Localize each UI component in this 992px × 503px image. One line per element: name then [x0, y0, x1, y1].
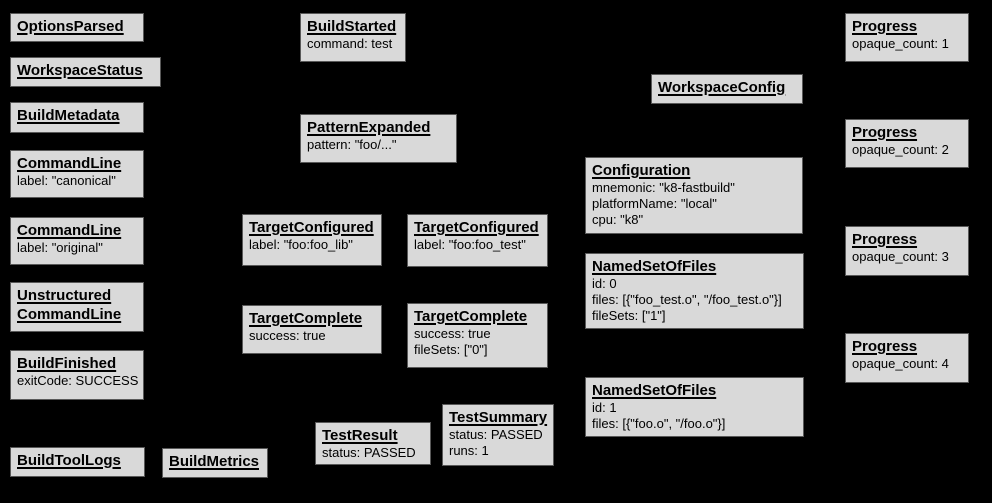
node-title: NamedSetOfFiles — [592, 382, 717, 399]
node-buildmetrics: BuildMetrics — [162, 448, 268, 478]
node-title: TestResult — [322, 427, 398, 444]
node-title: CommandLine — [17, 222, 122, 239]
node-field: label: "original" — [17, 240, 103, 255]
node-unstructured-commandline: Unstructured CommandLine — [10, 282, 144, 332]
node-field: label: "canonical" — [17, 173, 116, 188]
node-field: platformName: "local" — [592, 196, 717, 211]
node-field: opaque_count: 1 — [852, 36, 949, 51]
node-title: WorkspaceStatus — [17, 62, 143, 79]
node-title: TestSummary — [449, 409, 548, 426]
node-field: runs: 1 — [449, 443, 489, 458]
node-field: label: "foo:foo_test" — [414, 237, 526, 252]
node-title: Progress — [852, 231, 918, 248]
node-optionsparsed: OptionsParsed — [10, 13, 144, 42]
node-title: BuildMetrics — [169, 453, 260, 470]
node-field: command: test — [307, 36, 393, 51]
node-title: Progress — [852, 338, 918, 355]
node-title: BuildFinished — [17, 355, 117, 372]
node-field: id: 1 — [592, 400, 617, 415]
node-title: WorkspaceConfig — [658, 79, 786, 96]
node-title: TargetConfigured — [249, 219, 374, 236]
node-title: Progress — [852, 124, 918, 141]
node-field: success: true — [414, 326, 491, 341]
node-buildtoollogs: BuildToolLogs — [10, 447, 145, 477]
node-workspaceconfig: WorkspaceConfig — [651, 74, 803, 104]
node-title: BuildMetadata — [17, 107, 120, 124]
node-field: exitCode: SUCCESS — [17, 373, 139, 388]
node-buildmetadata: BuildMetadata — [10, 102, 144, 133]
node-field: opaque_count: 2 — [852, 142, 949, 157]
node-field: success: true — [249, 328, 326, 343]
node-title: BuildToolLogs — [17, 452, 121, 469]
node-field: opaque_count: 3 — [852, 249, 949, 264]
node-title: BuildStarted — [307, 18, 397, 35]
node-title: TargetComplete — [414, 308, 528, 325]
node-field: label: "foo:foo_lib" — [249, 237, 353, 252]
node-field: pattern: "foo/..." — [307, 137, 397, 152]
node-field: fileSets: ["0"] — [414, 342, 488, 357]
node-field: cpu: "k8" — [592, 212, 644, 227]
node-field: status: PASSED — [449, 427, 543, 442]
node-field: files: [{"foo.o", "/foo.o"}] — [592, 416, 726, 431]
node-field: fileSets: ["1"] — [592, 308, 666, 323]
node-field: status: PASSED — [322, 445, 416, 460]
node-field: opaque_count: 4 — [852, 356, 949, 371]
node-title: OptionsParsed — [17, 18, 124, 35]
node-title: NamedSetOfFiles — [592, 258, 717, 275]
node-field: id: 0 — [592, 276, 617, 291]
node-title: TargetComplete — [249, 310, 363, 327]
node-title: CommandLine — [17, 155, 122, 172]
node-field: mnemonic: "k8-fastbuild" — [592, 180, 735, 195]
node-field: files: [{"foo_test.o", "/foo_test.o"}] — [592, 292, 782, 307]
node-workspacestatus: WorkspaceStatus — [10, 57, 161, 87]
node-title: Configuration — [592, 162, 691, 179]
node-title: PatternExpanded — [307, 119, 431, 136]
node-title: Progress — [852, 18, 918, 35]
node-title: TargetConfigured — [414, 219, 539, 236]
node-title: Unstructured CommandLine — [17, 287, 122, 323]
